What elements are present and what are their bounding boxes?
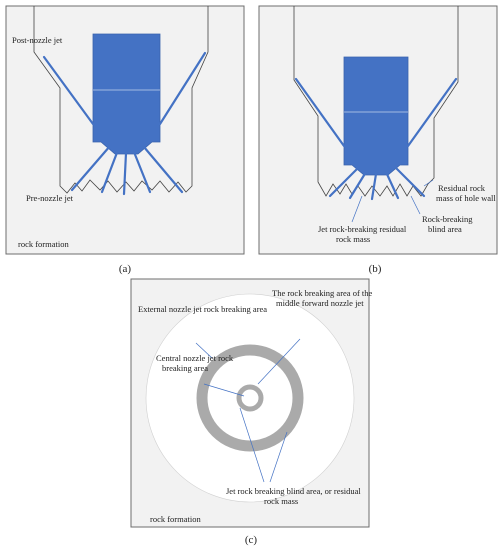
panel-a-pre-jet-3 — [122, 151, 128, 196]
inner-blind-ring — [236, 384, 264, 412]
outer-blind-ring — [196, 344, 304, 452]
panel-b-pre-jet-2 — [348, 170, 368, 200]
panel-b-pre-jet-4 — [384, 170, 400, 200]
panel-b-post-jet-left — [294, 77, 346, 148]
panel-a-post-jet-left — [42, 55, 95, 126]
external-breaking-disc — [145, 293, 355, 503]
label-rock-formation-c: rock formation — [150, 514, 201, 524]
panel-a-pre-jet-4 — [132, 150, 152, 194]
leader-blind-outer — [269, 431, 288, 483]
panel-b-post-jet-right — [406, 77, 458, 148]
leader-blind-inner — [239, 407, 265, 483]
label-pre-nozzle-jet: Pre-nozzle jet — [26, 193, 74, 203]
caption-c: (c) — [245, 534, 258, 546]
label-middle-area: The rock breaking area of the middle for… — [272, 288, 374, 308]
leader-blind-area — [410, 195, 421, 215]
label-external-area: External nozzle jet rock breaking area — [138, 304, 267, 314]
panel-b: Jet rock-breaking residual rock mass Res… — [258, 5, 498, 255]
panel-b-pre-jet-3 — [370, 172, 378, 201]
panel-b-nozzle-body — [343, 56, 409, 176]
leader-external — [195, 342, 213, 359]
leader-residual-wall — [423, 179, 434, 187]
caption-a: (a) — [119, 263, 132, 275]
panel-c: External nozzle jet rock breaking area T… — [130, 278, 374, 528]
label-central-area: Central nozzle jet rock breaking area — [156, 353, 235, 373]
leader-central — [203, 383, 245, 397]
panel-a-post-jet-right — [158, 51, 207, 126]
panel-a: Post-nozzle jet Pre-nozzle jet rock form… — [5, 5, 245, 255]
leader-residual-mass — [351, 195, 363, 223]
panel-a-nozzle-body — [92, 33, 161, 155]
label-residual-rock-mass: Jet rock-breaking residual rock mass — [318, 224, 408, 244]
panel-b-pre-jet-5 — [394, 166, 426, 198]
panel-a-hole-wall — [33, 6, 209, 194]
label-blind-area: Jet rock breaking blind area, or residua… — [226, 486, 363, 506]
label-residual-hole-wall: Residual rock mass of hole wall — [436, 183, 496, 203]
caption-b: (b) — [369, 263, 382, 275]
label-rock-breaking-blind-area: Rock-breaking blind area — [422, 214, 475, 234]
panel-a-pre-jet-2 — [100, 148, 120, 194]
panel-a-pre-jet-5 — [142, 145, 184, 194]
label-rock-formation-a: rock formation — [18, 239, 69, 249]
label-post-nozzle-jet: Post-nozzle jet — [12, 35, 63, 45]
panel-a-pre-jet-1 — [70, 144, 112, 192]
panel-b-pre-jet-1 — [328, 166, 360, 198]
leader-middle — [257, 338, 301, 385]
